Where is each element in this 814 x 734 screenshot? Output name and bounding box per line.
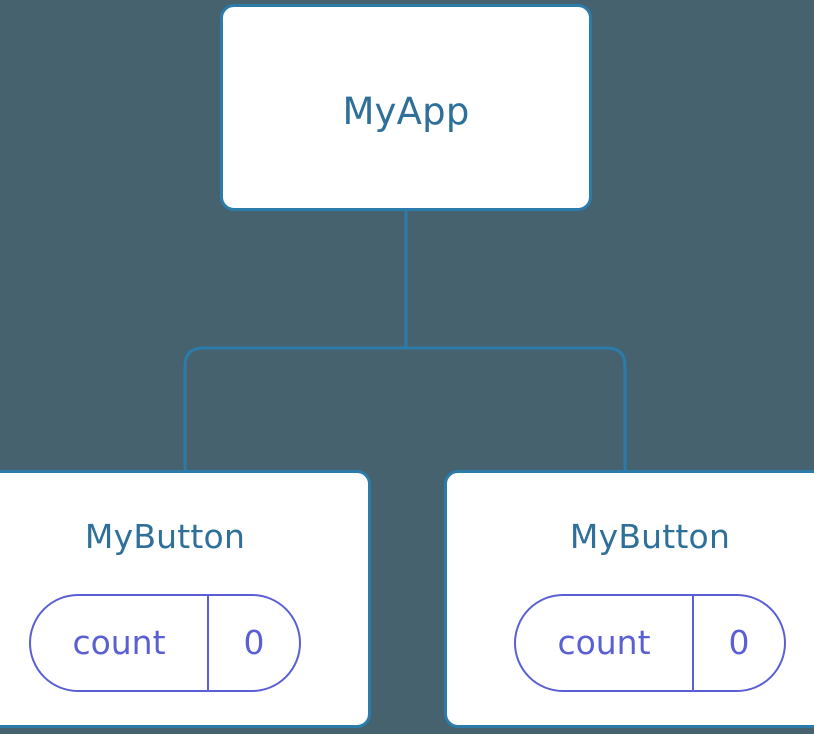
state-value-0: 0 — [243, 622, 265, 662]
node-mybutton-0-title: MyButton — [84, 517, 246, 556]
state-divider-1 — [692, 596, 694, 690]
state-key-0: count — [72, 622, 166, 662]
state-pill-count-1[interactable]: count 0 — [514, 594, 786, 692]
state-key-1: count — [557, 622, 651, 662]
state-pill-count-0[interactable]: count 0 — [29, 594, 301, 692]
state-divider-0 — [207, 596, 209, 690]
node-mybutton-1-title: MyButton — [569, 517, 731, 556]
state-value-1: 0 — [728, 622, 750, 662]
node-mybutton-0[interactable]: MyButton count 0 — [0, 470, 371, 728]
node-mybutton-1[interactable]: MyButton count 0 — [444, 470, 814, 728]
node-myapp-title: MyApp — [342, 90, 470, 133]
edge-child-bus — [183, 346, 627, 471]
node-myapp[interactable]: MyApp — [220, 4, 592, 211]
